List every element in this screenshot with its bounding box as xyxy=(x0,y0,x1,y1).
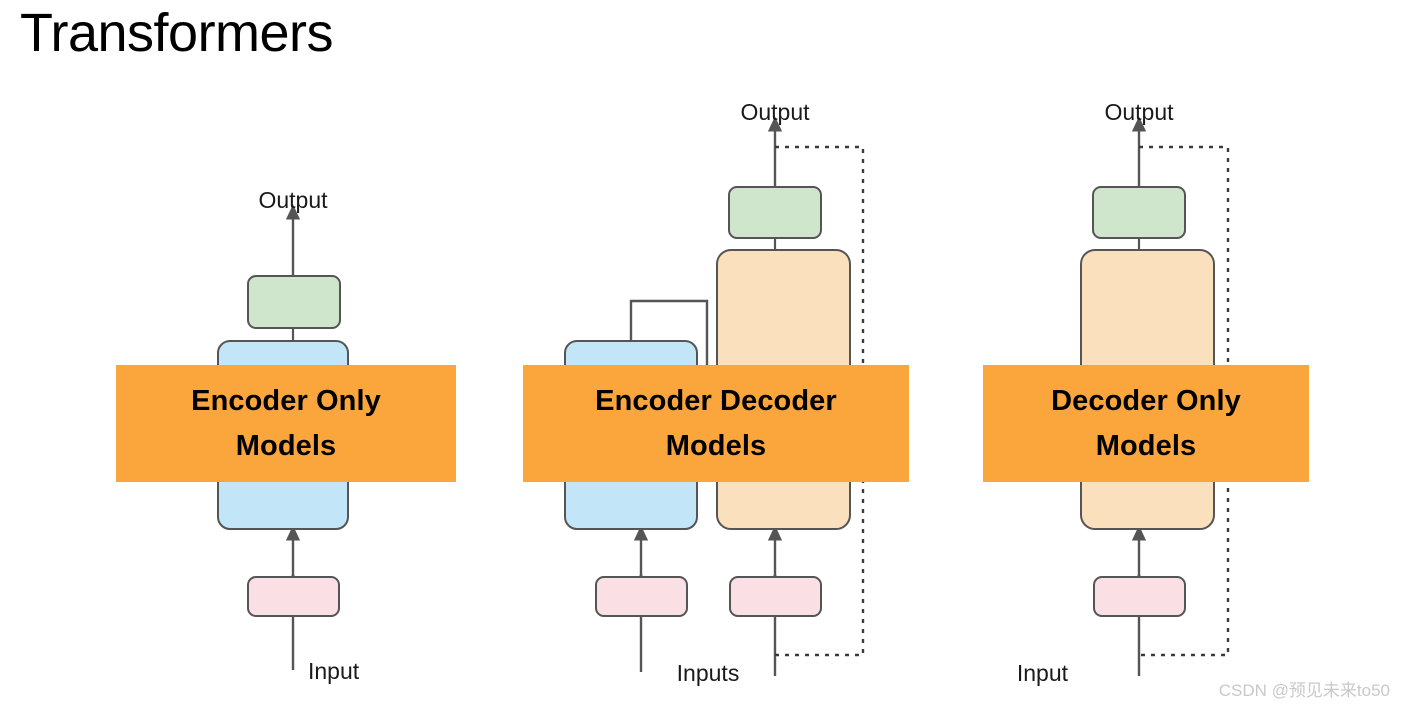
decoder-embedding-block xyxy=(729,576,822,617)
output-label-decoder-only: Output xyxy=(1104,99,1174,125)
banner-encoder-decoder[interactable]: Encoder Decoder Models xyxy=(523,365,909,482)
output-label-encoder-only: Output xyxy=(258,187,328,213)
cross-attention-connector xyxy=(629,299,709,372)
page-title: Transformers xyxy=(20,3,334,63)
embedding-block-encoder-only xyxy=(247,576,340,617)
input-label-encoder-only: Input xyxy=(308,658,360,684)
output-head-block-encoder-decoder xyxy=(728,186,822,239)
embedding-block-decoder-only xyxy=(1093,576,1186,617)
output-head-block-decoder-only xyxy=(1092,186,1186,239)
encoder-embedding-block xyxy=(595,576,688,617)
input-label-decoder-only: Input xyxy=(1017,660,1069,686)
output-head-block-encoder-only xyxy=(247,275,341,329)
banner-decoder-only[interactable]: Decoder Only Models xyxy=(983,365,1309,482)
banner-encoder-only[interactable]: Encoder Only Models xyxy=(116,365,456,482)
output-label-encoder-decoder: Output xyxy=(740,99,810,125)
input-label-encoder-decoder: Inputs xyxy=(677,660,740,686)
watermark: CSDN @预见未来to50 xyxy=(1218,681,1390,700)
